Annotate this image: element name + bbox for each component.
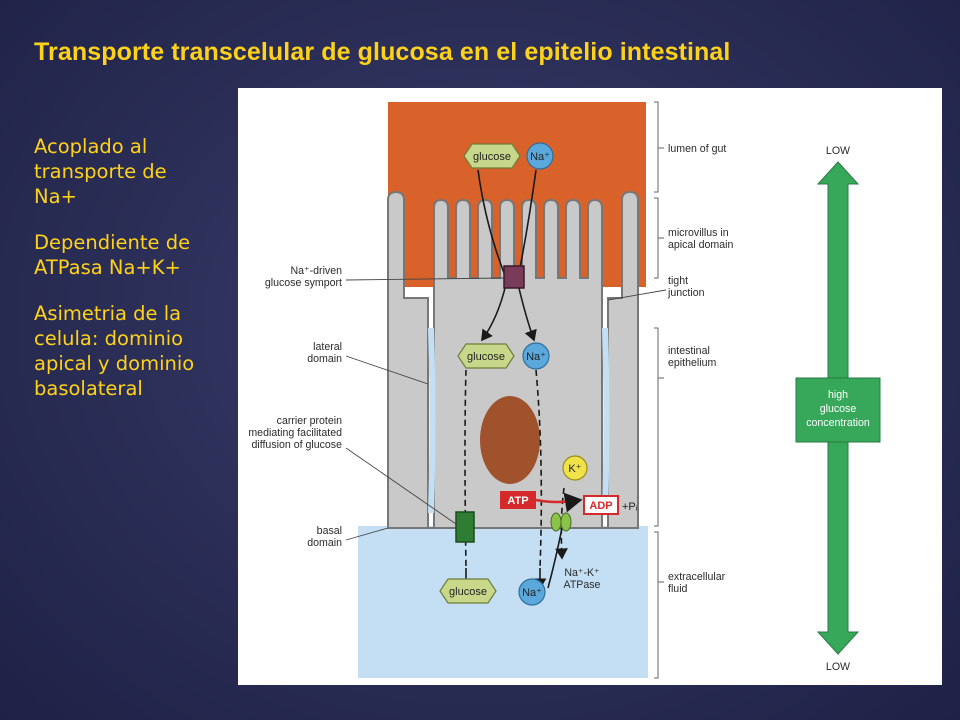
phosphate-label: +Pᵢ (622, 501, 638, 513)
right-cell (607, 190, 639, 529)
symport-leader (345, 277, 505, 281)
nucleus (480, 396, 540, 484)
note-line: Asimetria de la (34, 302, 182, 325)
sodium-label: Na⁺ (530, 151, 550, 163)
sodium-path-basal (535, 369, 543, 569)
lateral-label-line2: domain (307, 353, 342, 365)
note-line: Acoplado al (34, 135, 148, 158)
note-atpase: Dependiente de ATPasa Na+K+ (34, 230, 234, 280)
gradient-top-label: LOW (826, 145, 850, 157)
transport-diagram: glucose Na⁺ glucose Na⁺ K⁺ ATP ADP +Pᵢ g… (248, 101, 881, 679)
potassium-label: K⁺ (568, 463, 581, 475)
note-line: apical y dominio (34, 352, 195, 375)
note-line: Dependiente de (34, 231, 191, 254)
glucose-label: glucose (449, 586, 487, 598)
glucose-cytosol: glucose (457, 343, 515, 369)
gradient-high-line3: concentration (806, 417, 870, 429)
high-concentration-box (795, 377, 881, 443)
lateral-leader (345, 355, 429, 385)
glucose-extracellular: glucose (439, 578, 497, 604)
adp-badge: ADP (583, 495, 619, 515)
epithelial-cells (387, 190, 639, 529)
gradient-high-line1: high (828, 389, 848, 401)
glucose-carrier (455, 511, 475, 543)
pump-label-line2: ATPase (564, 579, 601, 591)
tight-leader (607, 289, 667, 301)
sodium-label: Na⁺ (522, 587, 542, 599)
carrier-leader (345, 447, 457, 525)
pump-label-line1: Na⁺-K⁺ (564, 567, 600, 579)
lumen-region (388, 102, 646, 287)
note-line: basolateral (34, 377, 143, 400)
sodium-path-into-cell (517, 283, 537, 342)
basal-leader (345, 527, 389, 541)
epithelium-label-line2: epithelium (668, 357, 716, 369)
right-lateral-space (602, 328, 610, 513)
basal-label-line2: domain (307, 537, 342, 549)
sodium-potassium-pump (550, 512, 572, 532)
glucose-label: glucose (467, 351, 505, 363)
atp-arrow (535, 492, 583, 513)
note-line: ATPasa Na+K+ (34, 256, 181, 279)
epithelium-label-line1: intestinal (668, 345, 710, 357)
atp-badge: ATP (500, 491, 536, 509)
tight-label-line1: tight (668, 275, 688, 287)
left-lateral-space (428, 328, 436, 513)
note-coupled: Acoplado al transporte de Na+ (34, 134, 234, 209)
extracellular-label-line1: extracellular (668, 571, 726, 583)
tight-label-line2: junction (667, 287, 705, 299)
basal-label-line1: basal (317, 525, 342, 537)
microvillus-label-line2: apical domain (668, 239, 733, 251)
left-cell (387, 190, 429, 529)
glucose-path-into-cell (481, 283, 507, 342)
slide-title: Transporte transcelular de glucosa en el… (34, 38, 731, 66)
epithelium-figure: glucose Na⁺ glucose Na⁺ K⁺ ATP ADP +Pᵢ g… (238, 88, 942, 685)
lateral-label-line1: lateral (313, 341, 342, 353)
adp-label: ADP (589, 500, 612, 512)
glucose-label: glucose (473, 151, 511, 163)
carrier-label-line2: mediating facilitated (248, 427, 342, 439)
gradient-bottom-label: LOW (826, 661, 850, 673)
sodium-label: Na⁺ (526, 351, 546, 363)
sodium-extracellular: Na⁺ (518, 578, 546, 606)
glucose-lumen: glucose (463, 143, 521, 169)
potassium-ion: K⁺ (562, 455, 588, 481)
right-brackets (654, 101, 664, 679)
glucose-symporter (503, 265, 525, 289)
sodium-cytosol: Na⁺ (522, 342, 550, 370)
note-line: celula: dominio (34, 327, 184, 350)
note-line: Na+ (34, 185, 77, 208)
carrier-label-line1: carrier protein (277, 415, 342, 427)
extracellular-label-line2: fluid (668, 583, 688, 595)
microvillus-label-line1: microvillus in (668, 227, 729, 239)
note-line: transporte de (34, 160, 167, 183)
symport-label-line2: glucose symport (265, 277, 342, 289)
glucose-gradient-arrow (795, 161, 881, 655)
sodium-lumen: Na⁺ (526, 142, 554, 170)
symport-label-line1: Na⁺-driven (290, 265, 342, 277)
extracellular-region (358, 526, 648, 678)
carrier-label-line3: diffusion of glucose (251, 439, 342, 451)
pump-sodium-out (547, 527, 563, 589)
slide-notes: Acoplado al transporte de Na+ Dependient… (34, 134, 234, 422)
gradient-high-line2: glucose (820, 403, 857, 415)
lumen-label: lumen of gut (668, 143, 726, 155)
glucose-path-basal (464, 369, 467, 569)
note-asymmetry: Asimetria de la celula: dominio apical y… (34, 301, 234, 401)
atp-label: ATP (507, 495, 528, 507)
glucose-path-apical (477, 169, 507, 279)
